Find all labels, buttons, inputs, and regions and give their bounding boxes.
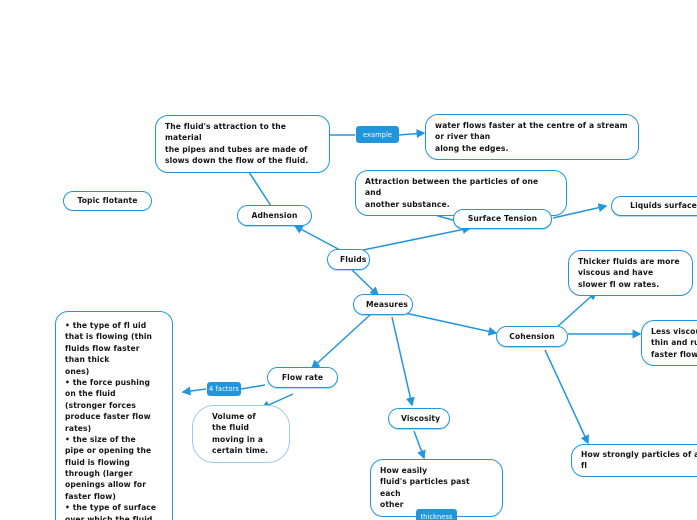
- node-four-factors-list-label: • the type of fl uid that is flowing (th…: [65, 321, 157, 520]
- node-adhension-label: Adhension: [251, 210, 298, 220]
- node-topic-flotante[interactable]: Topic flotante: [63, 191, 152, 211]
- node-flow-rate-detail[interactable]: Volume of the fluid moving in a certain …: [192, 405, 290, 463]
- node-water-example[interactable]: water flows faster at the centre of a st…: [425, 114, 639, 161]
- edge-measures-to-cohension: [404, 312, 498, 336]
- edge-flowrate-to-factors: [240, 384, 266, 390]
- node-cohesion-definition-label: Attraction between the particles of one …: [365, 177, 539, 209]
- node-thicker-fluids[interactable]: Thicker fluids are more viscous and have…: [568, 250, 693, 297]
- node-liquids-surface-label: Liquids surface: [630, 201, 697, 211]
- relation-tag-example[interactable]: example: [356, 126, 399, 143]
- node-liquids-surface[interactable]: Liquids surface: [611, 196, 697, 216]
- node-fluids-label: Fluids: [340, 254, 367, 264]
- node-cohension-label: Cohension: [509, 331, 555, 341]
- edge-cohension-to-howstrongly: [544, 349, 589, 445]
- node-surface-tension-label: Surface Tension: [467, 214, 538, 224]
- edge-viscosity-to-detail: [413, 430, 426, 460]
- node-cohension[interactable]: Cohension: [496, 326, 568, 347]
- node-flow-rate-label: Flow rate: [281, 372, 324, 382]
- node-measures[interactable]: Measures: [353, 294, 413, 315]
- edge-fluids-to-adhesion: [293, 225, 341, 251]
- relation-tag-thickness-label: thickness: [420, 512, 453, 520]
- edge-measures-to-flowrate: [310, 314, 371, 370]
- node-less-viscous-label: Less viscou thin and ru faster flow: [651, 327, 697, 359]
- node-thicker-fluids-label: Thicker fluids are more viscous and have…: [578, 257, 680, 289]
- relation-tag-four-factors-label: 4 factors: [209, 385, 239, 393]
- node-less-viscous[interactable]: Less viscou thin and ru faster flow: [641, 320, 697, 367]
- node-how-strongly[interactable]: How strongly particles of a fl: [571, 444, 697, 477]
- node-adhension[interactable]: Adhension: [237, 205, 312, 226]
- node-adhesion-detail[interactable]: The fluid's attraction to the material t…: [155, 115, 330, 173]
- node-how-strongly-label: How strongly particles of a fl: [581, 450, 697, 471]
- node-four-factors-list[interactable]: • the type of fl uid that is flowing (th…: [55, 311, 173, 520]
- node-water-example-label: water flows faster at the centre of a st…: [435, 121, 628, 153]
- edge-fluids-to-measures: [351, 269, 380, 297]
- node-fluids[interactable]: Fluids: [327, 249, 370, 270]
- node-flow-rate-detail-label: Volume of the fluid moving in a certain …: [212, 412, 269, 456]
- relation-tag-example-label: example: [362, 130, 393, 139]
- edge-fluids-to-surface: [362, 225, 472, 251]
- node-surface-tension[interactable]: Surface Tension: [453, 209, 552, 229]
- relation-tag-four-factors[interactable]: 4 factors: [207, 382, 241, 396]
- relation-tag-thickness[interactable]: thickness: [416, 509, 457, 520]
- edge-factors-to-list: [181, 386, 207, 396]
- node-viscosity-detail[interactable]: How easily fluid's particles past each o…: [370, 459, 503, 517]
- edge-cohension-to-thicker: [555, 290, 598, 329]
- node-viscosity[interactable]: Viscosity: [388, 408, 450, 429]
- edge-measures-to-viscosity: [391, 316, 415, 407]
- node-adhesion-detail-label: The fluid's attraction to the material t…: [165, 122, 309, 166]
- node-flow-rate[interactable]: Flow rate: [267, 367, 338, 388]
- node-viscosity-detail-label: How easily fluid's particles past each o…: [380, 466, 470, 510]
- node-viscosity-label: Viscosity: [401, 413, 441, 423]
- node-topic-flotante-label: Topic flotante: [77, 196, 138, 206]
- node-measures-label: Measures: [366, 299, 408, 309]
- edge-example-to-water: [398, 129, 426, 139]
